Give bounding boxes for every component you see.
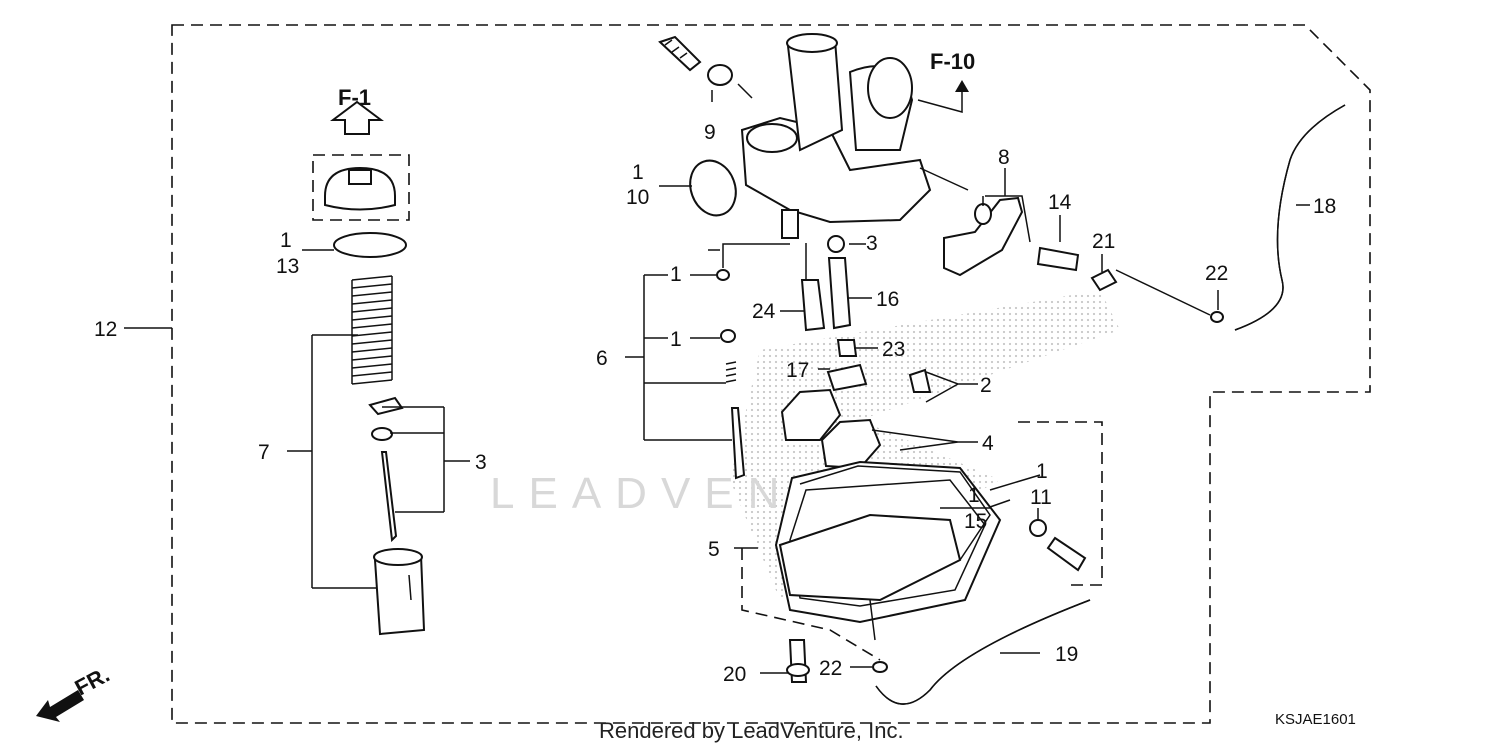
label-1-d: 1 <box>670 328 682 351</box>
assembly-boundary <box>171 24 1371 724</box>
label-22-a: 22 <box>1205 262 1228 285</box>
footer-text: Rendered by LeadVenture, Inc. <box>599 718 904 743</box>
main-jet-16 <box>827 257 852 330</box>
needle-6 <box>716 269 746 480</box>
label-4: 4 <box>982 432 994 455</box>
callout-labels: 1 10 9 8 3 14 21 18 13 1 22 12 16 24 1 2… <box>94 121 1336 686</box>
drain-screw-11 <box>1029 519 1087 572</box>
leader-lines <box>124 80 1310 674</box>
f1-reference: F-1 <box>312 85 410 221</box>
label-24: 24 <box>752 300 776 323</box>
jet-needle <box>380 451 398 543</box>
tube-clip-lower <box>872 661 888 673</box>
needle-washer <box>371 427 393 441</box>
label-1-b: 1 <box>280 229 292 252</box>
label-3-a: 3 <box>866 232 878 255</box>
label-5: 5 <box>708 538 720 561</box>
drain-screw-21 <box>1090 268 1118 292</box>
o-ring-13 <box>333 232 407 258</box>
label-9: 9 <box>704 121 716 144</box>
float-4 <box>780 388 882 470</box>
label-16: 16 <box>876 288 899 311</box>
label-14: 14 <box>1048 191 1072 214</box>
label-23: 23 <box>882 338 905 361</box>
chamber-subgroup <box>741 421 1103 661</box>
float-valve-17 <box>826 363 868 392</box>
slow-jet-23 <box>836 339 858 357</box>
needle-jet-24 <box>800 279 826 332</box>
label-1-e: 1 <box>1036 460 1048 483</box>
label-20: 20 <box>723 663 746 686</box>
needle-clip <box>368 396 404 416</box>
label-15: 15 <box>964 510 987 533</box>
label-1-a: 1 <box>632 161 644 184</box>
chamber-gasket-15 <box>799 465 991 561</box>
diagram-code: KSJAE1601 <box>1275 711 1356 728</box>
label-11: 11 <box>1030 486 1052 509</box>
label-10: 10 <box>626 186 649 209</box>
label-12: 12 <box>94 318 117 341</box>
label-1-f: 1 <box>968 484 980 507</box>
tube-clip <box>1210 311 1224 323</box>
float-needle-2 <box>908 368 932 393</box>
label-18: 18 <box>1313 195 1336 218</box>
label-6: 6 <box>596 347 608 370</box>
label-7: 7 <box>258 441 270 464</box>
label-3-b: 3 <box>475 451 487 474</box>
throttle-bracket <box>943 196 1024 277</box>
pilot-screw <box>658 35 753 99</box>
carburetor-body <box>740 33 969 239</box>
label-17: 17 <box>786 359 809 382</box>
throttle-valve-spring <box>351 275 393 385</box>
label-1-c: 1 <box>670 263 682 286</box>
front-direction-arrow: FR. <box>36 662 114 722</box>
f10-reference: F-10 <box>930 49 975 74</box>
float-chamber <box>774 460 1002 641</box>
o-ring-10 <box>689 159 737 217</box>
label-8: 8 <box>998 146 1010 169</box>
label-2: 2 <box>980 374 992 397</box>
throttle-valve <box>373 548 426 636</box>
label-22-b: 22 <box>819 657 842 680</box>
label-21: 21 <box>1092 230 1115 253</box>
label-19: 19 <box>1055 643 1078 666</box>
label-13: 13 <box>276 255 299 278</box>
choke-bushing <box>1036 246 1080 272</box>
